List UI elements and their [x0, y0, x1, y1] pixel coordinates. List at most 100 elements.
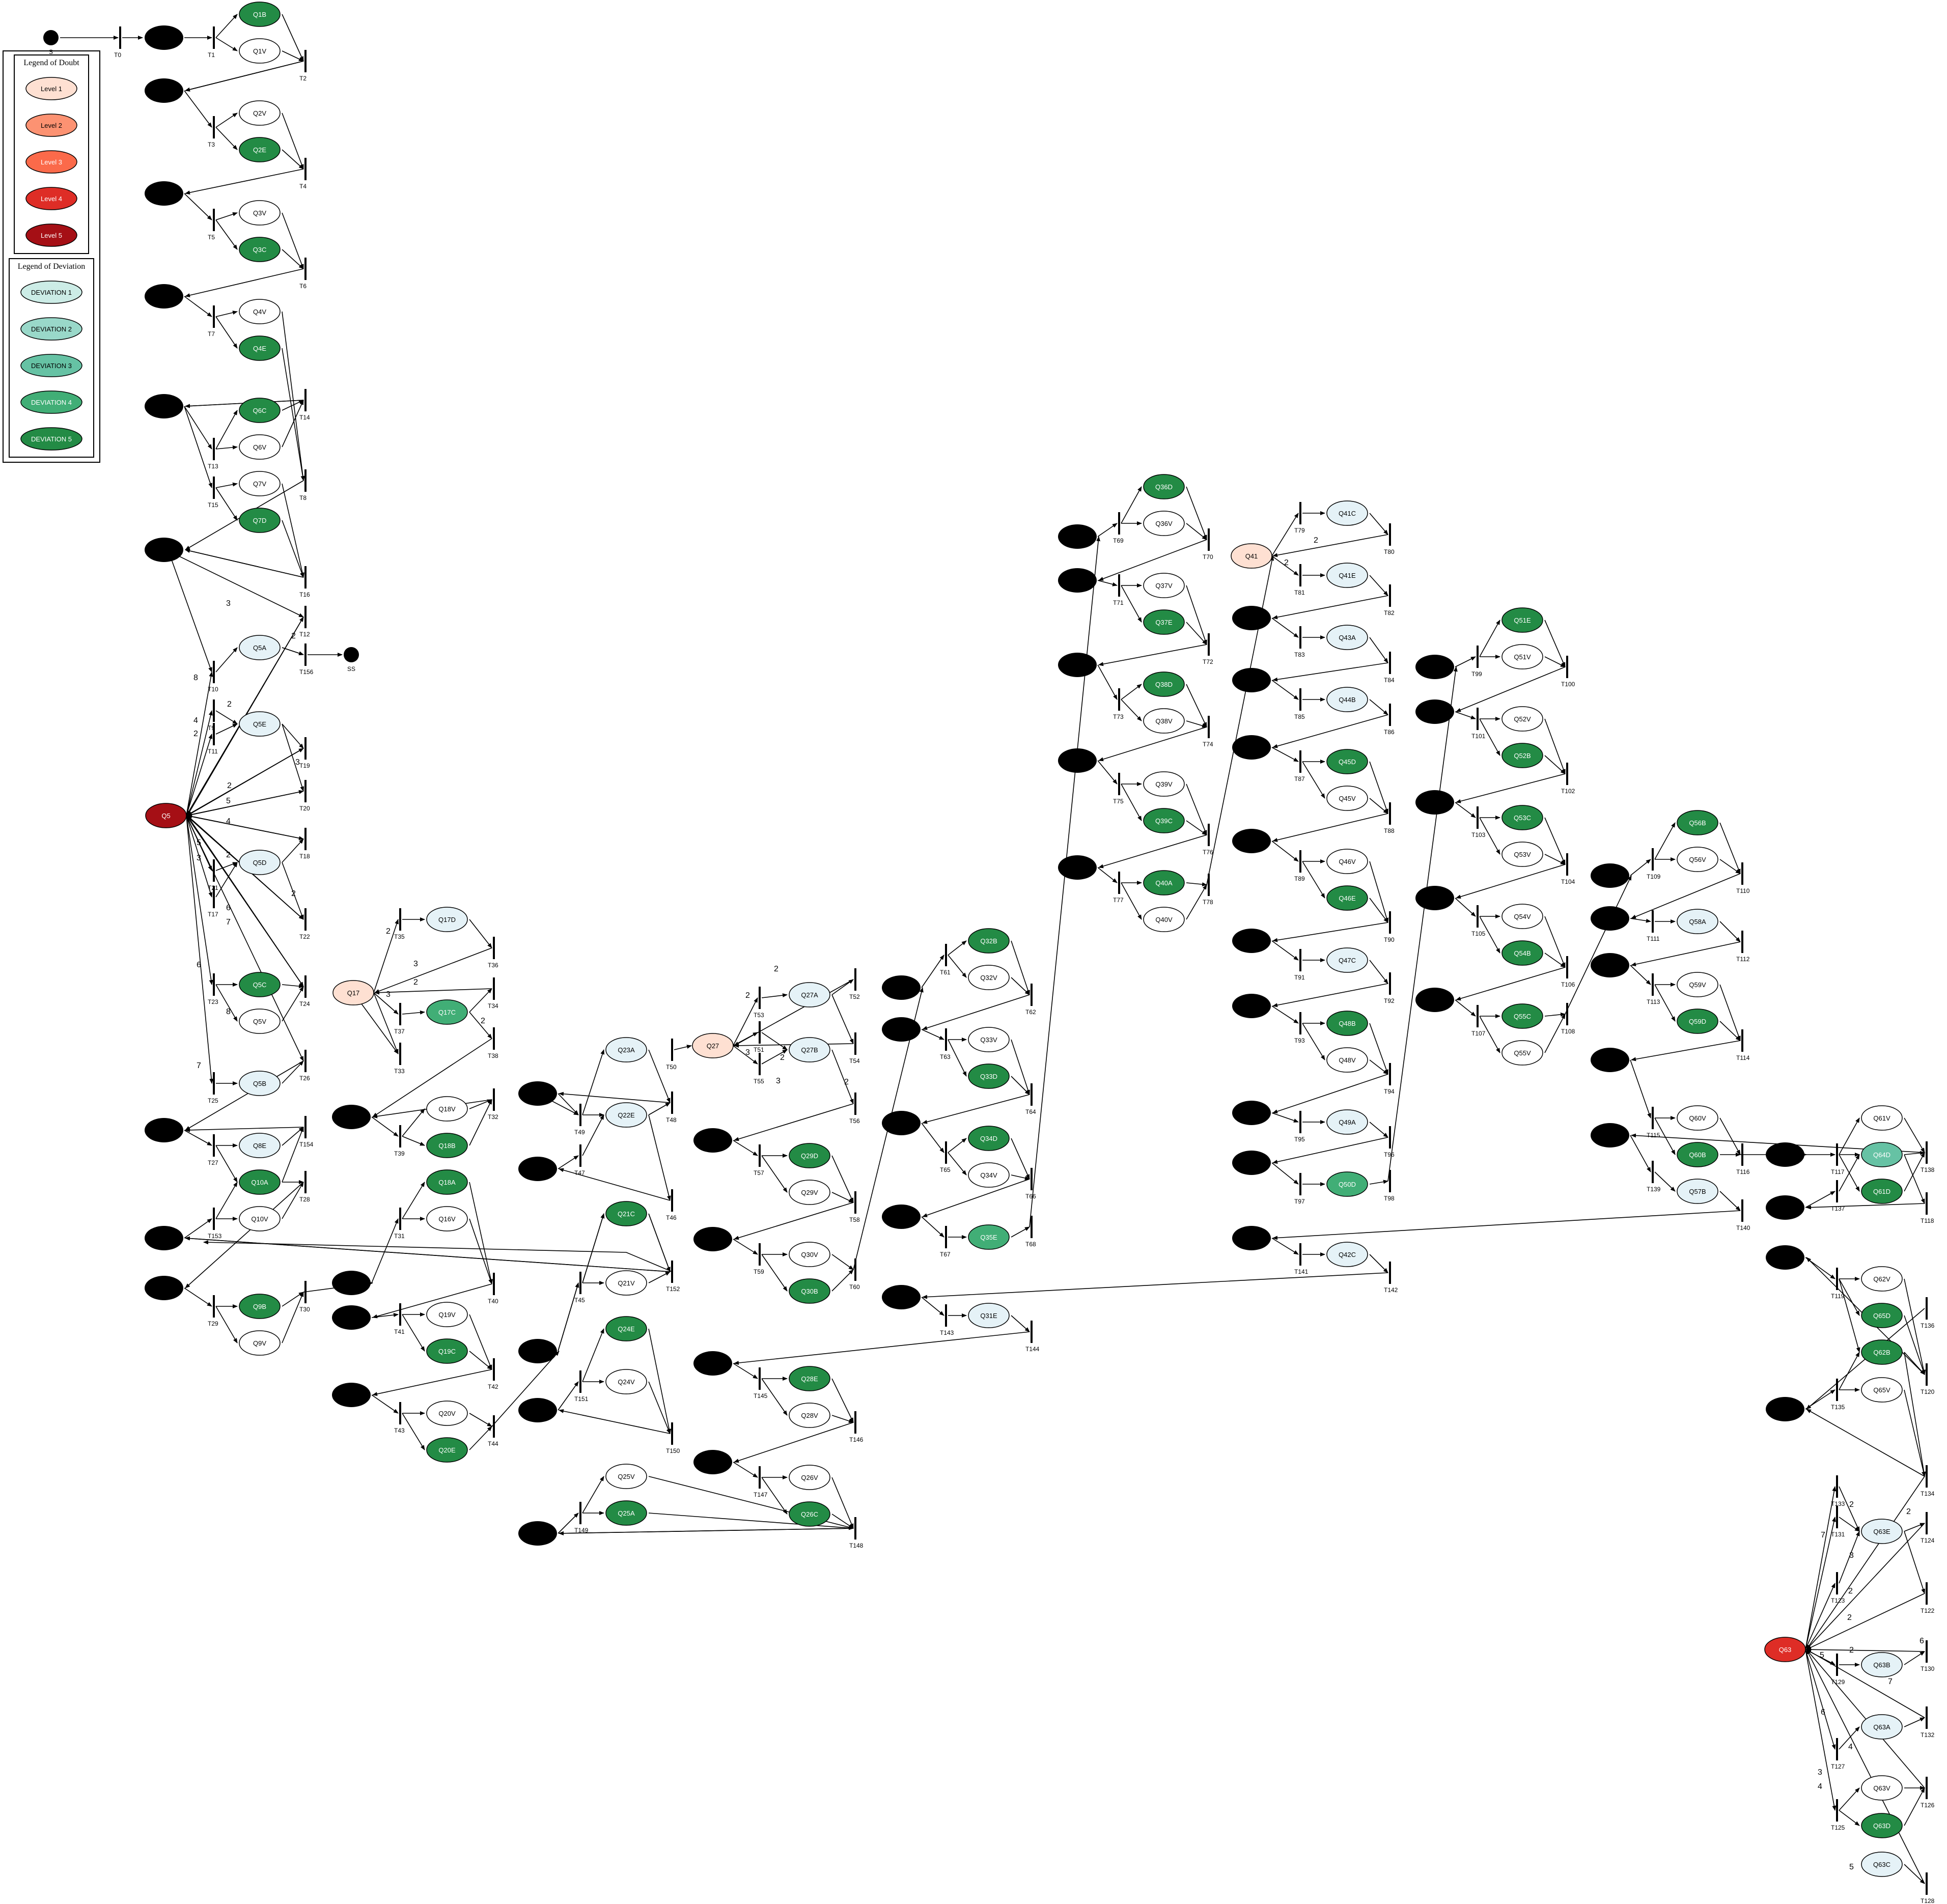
- place-label: Q6C: [253, 407, 267, 414]
- transition-t53: T53: [754, 987, 764, 1019]
- arc-weight: 7: [197, 1061, 201, 1070]
- transition-t49: T49: [574, 1104, 585, 1136]
- transition-label: T100: [1561, 681, 1575, 688]
- place-label: Q27B: [801, 1046, 818, 1054]
- place-q20v: Q20V: [426, 1401, 468, 1426]
- arc: [1479, 817, 1500, 855]
- transition-label: T109: [1647, 873, 1661, 880]
- transition-t12: T12: [299, 606, 310, 638]
- place-label: Q49A: [1339, 1118, 1356, 1126]
- arc: [402, 1182, 425, 1219]
- place-q31e: Q31E: [968, 1303, 1010, 1328]
- arc-weight: 7: [226, 918, 231, 927]
- transition-t114: T114: [1736, 1029, 1750, 1061]
- arc: [921, 955, 944, 988]
- place-label: Q1V: [253, 47, 266, 55]
- transition-t32: T32: [488, 1088, 498, 1121]
- transition-label: T26: [299, 1075, 310, 1082]
- arc-weight: 5: [1849, 1863, 1854, 1871]
- transition-t50: T50: [666, 1039, 677, 1071]
- arc: [648, 1114, 671, 1201]
- arc: [1904, 1278, 1926, 1375]
- transition-t51: T51: [754, 1021, 764, 1053]
- place-q47c: Q47C: [1326, 947, 1368, 973]
- arc: [648, 1328, 672, 1434]
- arc: [374, 947, 492, 993]
- transition-t117: T117: [1831, 1143, 1845, 1175]
- transition-t4: T4: [299, 158, 307, 190]
- transition-label: T23: [208, 998, 218, 1005]
- transition-t61: T61: [940, 944, 951, 976]
- arc: [1904, 1117, 1925, 1153]
- place-q50d: Q50D: [1326, 1171, 1368, 1197]
- transition-label: T31: [394, 1233, 405, 1240]
- place-label: Q46E: [1339, 894, 1356, 902]
- place-q53c: Q53C: [1501, 805, 1543, 830]
- arc: [373, 919, 399, 993]
- arc: [282, 838, 304, 863]
- transition-label: T14: [299, 414, 310, 421]
- place-label: Q4V: [253, 308, 266, 316]
- transition-label: T65: [940, 1166, 951, 1173]
- transition-label: T86: [1384, 729, 1395, 736]
- place-q63: Q63: [1764, 1637, 1806, 1662]
- transition-label: T74: [1203, 741, 1213, 748]
- transition-t124: T124: [1921, 1512, 1935, 1544]
- arc: [1805, 1583, 1835, 1650]
- arc-weight: 2: [481, 1017, 485, 1025]
- transition-label: T76: [1203, 849, 1213, 856]
- transition-t102: T102: [1561, 763, 1575, 795]
- place-q3c: Q3C: [239, 237, 281, 262]
- arc: [1544, 953, 1566, 968]
- arc: [1369, 1122, 1388, 1138]
- arc: [761, 1254, 788, 1292]
- transition-t82: T82: [1384, 584, 1395, 617]
- legend-deviation: Legend of Deviation DEVIATION 1DEVIATION…: [9, 258, 94, 458]
- place-q22e: Q22E: [605, 1102, 647, 1128]
- place-label: Q51E: [1514, 617, 1531, 624]
- arc: [831, 1514, 854, 1529]
- transition-label: T57: [754, 1169, 764, 1177]
- arc: [1369, 513, 1388, 535]
- transition-label: T69: [1113, 537, 1124, 544]
- transition-t152: T152: [666, 1261, 680, 1293]
- place-label: Q63C: [1873, 1861, 1890, 1868]
- transition-label: T131: [1831, 1531, 1845, 1538]
- arc-weight: 3: [776, 1077, 781, 1085]
- arc: [761, 993, 788, 998]
- transition-t84: T84: [1384, 652, 1395, 684]
- legend-doubt-item: Level 2: [25, 114, 77, 137]
- arc: [282, 1292, 304, 1343]
- token-place: [882, 1285, 921, 1309]
- transition-label: T89: [1294, 875, 1305, 882]
- transition-t54: T54: [849, 1032, 860, 1065]
- place-label: Q3V: [253, 209, 266, 217]
- arc: [282, 348, 305, 481]
- arc: [1121, 585, 1142, 623]
- transition-label: T4: [299, 183, 307, 190]
- place-q18b: Q18B: [426, 1133, 468, 1158]
- arc: [1544, 755, 1566, 774]
- transition-label: T46: [666, 1214, 677, 1221]
- transition-label: T85: [1294, 713, 1305, 720]
- transition-t100: T100: [1561, 656, 1575, 688]
- arc: [1904, 1352, 1926, 1477]
- arc: [648, 1381, 671, 1434]
- transition-label: T143: [940, 1329, 954, 1336]
- arc: [282, 723, 304, 792]
- arc: [1544, 1014, 1566, 1053]
- place-label: Q29V: [801, 1189, 818, 1196]
- place-label: Q26C: [801, 1510, 818, 1518]
- transition-label: T5: [208, 234, 215, 241]
- arc: [282, 1060, 304, 1084]
- arc-weight: 2: [1314, 536, 1318, 545]
- arc: [1479, 916, 1500, 954]
- place-label: Q32V: [980, 974, 997, 982]
- legend-deviation-item: DEVIATION 3: [20, 354, 82, 377]
- transition-t143: T143: [940, 1304, 954, 1336]
- token-place: [1058, 855, 1097, 880]
- transition-t135: T135: [1831, 1379, 1845, 1411]
- place-label: Q3C: [253, 246, 267, 254]
- place-label: S: [49, 48, 53, 55]
- arc: [733, 1363, 758, 1379]
